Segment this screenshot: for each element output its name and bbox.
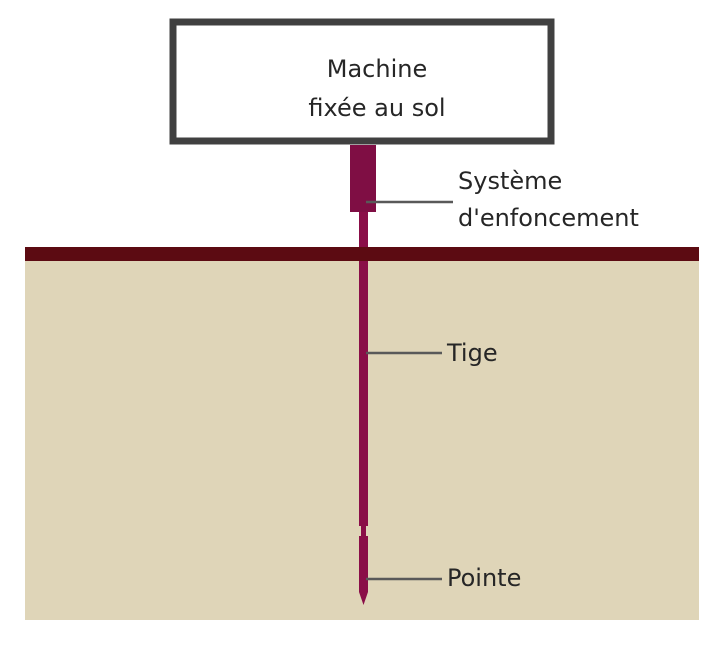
machine-label-line1: Machine bbox=[327, 55, 427, 83]
driving-system-label-line2: d'enfoncement bbox=[458, 204, 639, 232]
cone-tip bbox=[359, 536, 368, 605]
driving-system-label-line1: Système bbox=[458, 167, 562, 195]
rod-through-ground bbox=[359, 247, 368, 261]
rod-neck bbox=[361, 526, 366, 536]
rod-lower bbox=[359, 261, 368, 526]
machine-label-line2: fixée au sol bbox=[308, 94, 445, 122]
tip-label: Pointe bbox=[447, 564, 521, 592]
machine-box bbox=[169, 18, 555, 145]
rod-label: Tige bbox=[446, 339, 498, 367]
rod-upper bbox=[359, 212, 368, 248]
